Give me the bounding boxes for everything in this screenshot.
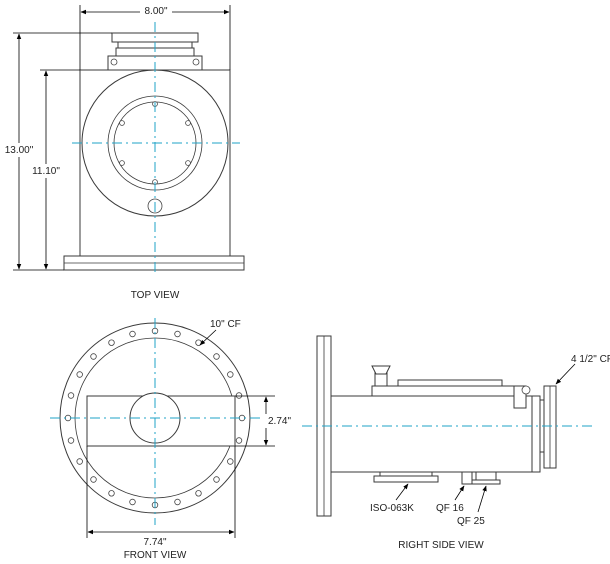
front-view-bolt-hole <box>213 476 220 483</box>
side-view-qf25-flange <box>471 479 501 485</box>
overall-height-label: 13.00" <box>5 145 34 156</box>
front-view-bolt-hole <box>227 371 234 378</box>
top-view-bolt-right <box>192 58 200 66</box>
front-width-label: 7.74" <box>143 537 166 548</box>
iso-port-callout: ISO-063K <box>370 503 414 514</box>
overall-height-label-bg <box>4 143 36 157</box>
top-view-bolt-hole <box>119 120 125 126</box>
front-view-bolt-hole <box>64 414 72 422</box>
top-view-title: TOP VIEW <box>131 290 180 301</box>
front-view-bolt-hole <box>67 392 75 399</box>
front-view-bolt-hole <box>90 353 97 360</box>
top-view: 8.00" 13.00" 11.10" TOP VIEW <box>4 4 245 301</box>
side-view-top-plate <box>371 385 521 397</box>
front-view-bolt-hole <box>129 498 136 506</box>
front-view: 10" CF 2.74" 7.74" FRONT VIEW <box>50 318 292 561</box>
top-width-label: 8.00" <box>144 6 167 17</box>
side-view-actuator-knob <box>521 385 531 395</box>
front-flange-callout: 10" CF <box>210 319 241 330</box>
side-view-iso-port-neck <box>379 471 433 477</box>
front-view-bolt-hole <box>76 371 83 378</box>
front-view-bolt-hole <box>238 414 246 422</box>
front-view-bolt-hole <box>108 339 115 346</box>
front-view-bolt-hole <box>235 392 243 399</box>
side-view-qf16-port <box>461 471 473 485</box>
top-width-label-bg <box>140 4 172 18</box>
front-flange-leader <box>199 329 217 346</box>
qf16-callout: QF 16 <box>436 503 464 514</box>
side-view-top-flange <box>397 379 503 387</box>
qf25-leader <box>477 485 487 513</box>
front-view-bolt-hole <box>235 437 243 444</box>
front-view-bolt-hole <box>174 330 181 338</box>
qf25-callout: QF 25 <box>457 516 485 527</box>
side-view-right-collar <box>531 395 541 473</box>
front-view-bolt-hole <box>76 458 83 465</box>
front-view-bolt-hole <box>129 330 136 338</box>
side-view-body <box>330 395 533 473</box>
front-offset-label-bg <box>264 414 292 428</box>
body-height-label: 11.10" <box>32 166 60 177</box>
front-view-bolt-hole <box>174 498 181 506</box>
front-view-bolt-hole <box>90 476 97 483</box>
side-flange-leader <box>555 363 576 385</box>
top-view-bolt-hole <box>185 120 191 126</box>
side-view-title: RIGHT SIDE VIEW <box>398 540 484 551</box>
iso-port-leader <box>395 483 409 501</box>
top-view-bolt-hole <box>119 160 125 166</box>
front-offset-label: 2.74" <box>268 416 291 427</box>
front-view-bolt-hole <box>213 353 220 360</box>
top-view-bolt-left <box>110 58 118 66</box>
front-view-bolt-hole <box>108 490 115 497</box>
top-view-bolt-hole <box>185 160 191 166</box>
front-view-title: FRONT VIEW <box>124 550 187 561</box>
side-flange-callout: 4 1/2" CF <box>571 354 610 365</box>
front-view-bolt-hole <box>67 437 75 444</box>
body-height-label-bg <box>30 164 62 178</box>
front-view-bolt-hole <box>195 490 202 497</box>
side-view-qf25-port <box>475 471 497 481</box>
front-view-bolt-hole <box>227 458 234 465</box>
qf16-leader <box>454 485 465 501</box>
side-view-iso-port-flange <box>373 475 439 483</box>
right-side-view: 4 1/2" CF ISO-063K QF 16 QF 25 RIGHT SID… <box>302 335 610 551</box>
side-view-valve-handle <box>371 365 391 375</box>
